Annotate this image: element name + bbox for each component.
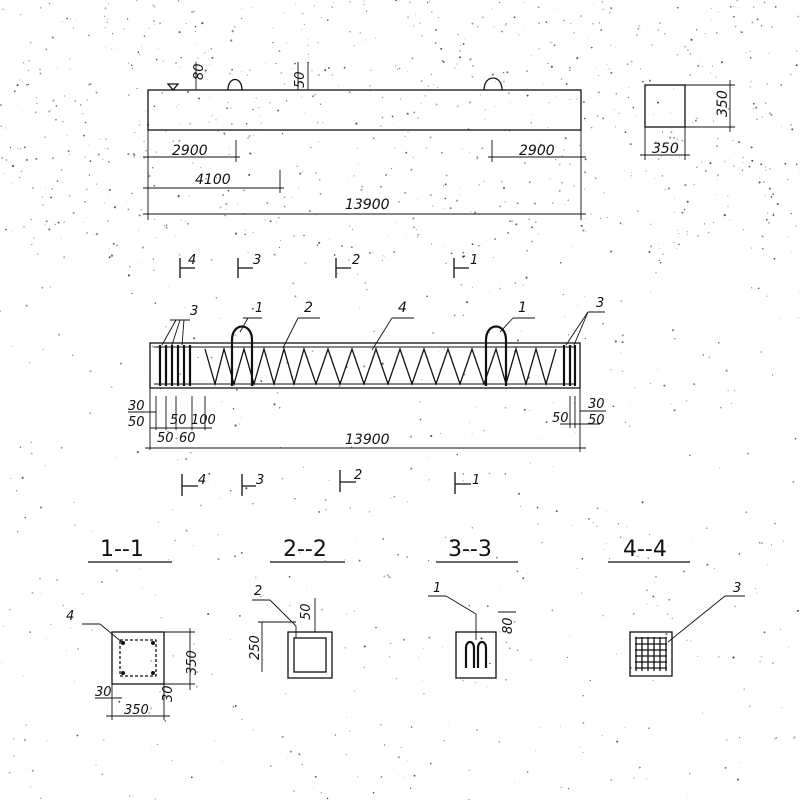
section-1-1: 4 350 30 350 30 [66,609,200,720]
lifting-loop-bar-right [484,325,508,386]
lifting-loop-left [227,78,243,91]
dim-50-left: 50 [128,415,145,430]
section-mark-2-bottom: 2 [354,468,362,483]
dim-4100: 4100 [195,172,231,188]
section-mark-3-top: 3 [253,253,261,268]
dim-50-right: 50 [552,411,569,426]
end-view-width: 350 [652,141,679,157]
section-1-title: 1--1 [100,537,144,562]
section-3-bar-label: 1 [433,581,441,596]
label-bar-3-right: 3 [596,296,604,311]
end-view-height: 350 [715,90,731,117]
section-2-height: 250 [248,635,263,660]
label-bar-2: 2 [304,300,313,316]
section-1-bar-label: 4 [66,609,74,624]
dim-60: 60 [179,431,196,446]
dim-50a: 50 [170,413,187,428]
section-marks-bottom: 4 3 2 1 [181,468,480,496]
dim-right-span: 2900 [519,143,555,159]
level-arrow [166,83,180,92]
section-mark-4-bottom: 4 [198,473,206,488]
section-1-width: 350 [124,703,149,718]
dim-30-right: 30 [588,397,605,412]
section-mark-3-bottom: 3 [256,473,264,488]
section-3-top-dim: 80 [501,617,516,634]
end-mesh-right [562,345,577,386]
lifting-loop-bar-left [230,325,254,386]
section-mark-1-bottom: 1 [472,473,480,488]
section-4-mesh [635,637,667,671]
section-2-bar-label: 2 [254,584,262,599]
zigzag-bar [204,346,557,387]
dim-50b: 50 [157,431,174,446]
label-bar-4: 4 [398,300,407,316]
dim-left-span: 2900 [172,143,208,159]
section-2-title: 2--2 [283,537,327,562]
dim-height-80: 80 [192,63,207,80]
dim-total-length: 13900 [345,197,390,213]
section-mark-2-top: 2 [352,253,360,268]
section-4-4: 3 [629,581,745,677]
dim-50-right-b: 50 [588,413,605,428]
dim-30-left: 30 [128,399,145,414]
beam-elevation: 80 50 2900 2900 4100 13900 [143,62,586,220]
section-2-2: 2 50 250 [248,584,333,679]
lifting-loop-right [483,77,503,91]
section-3-title: 3--3 [448,537,492,562]
section-2-top-dim: 50 [299,603,314,620]
section-marks-top: 4 3 2 1 [179,253,478,278]
label-bar-1-left: 1 [255,301,263,316]
dim-height-50: 50 [293,71,308,88]
section-mark-4-top: 4 [188,253,196,268]
section-1-cover-left: 30 [95,685,112,700]
beam-outline [147,89,582,131]
label-bar-1-right: 1 [518,300,527,316]
dim-100: 100 [191,413,216,428]
section-mark-1-top: 1 [470,253,478,268]
label-bar-3-left: 3 [190,304,198,319]
section-4-bar-label: 3 [733,581,741,596]
section-1-height: 350 [185,650,200,675]
reinforcement-view: 3 1 2 4 1 3 30 50 50 100 50 60 1390 [128,296,606,452]
reinforcement-total-length: 13900 [345,432,390,448]
section-3-3: 1 80 [428,581,516,679]
end-view: 350 350 [640,80,735,160]
section-4-title: 4--4 [623,537,667,562]
section-1-cover-right: 30 [161,685,176,702]
end-mesh-left [158,345,192,386]
end-view-outline [644,84,686,128]
reinforcement-outline [149,342,581,389]
